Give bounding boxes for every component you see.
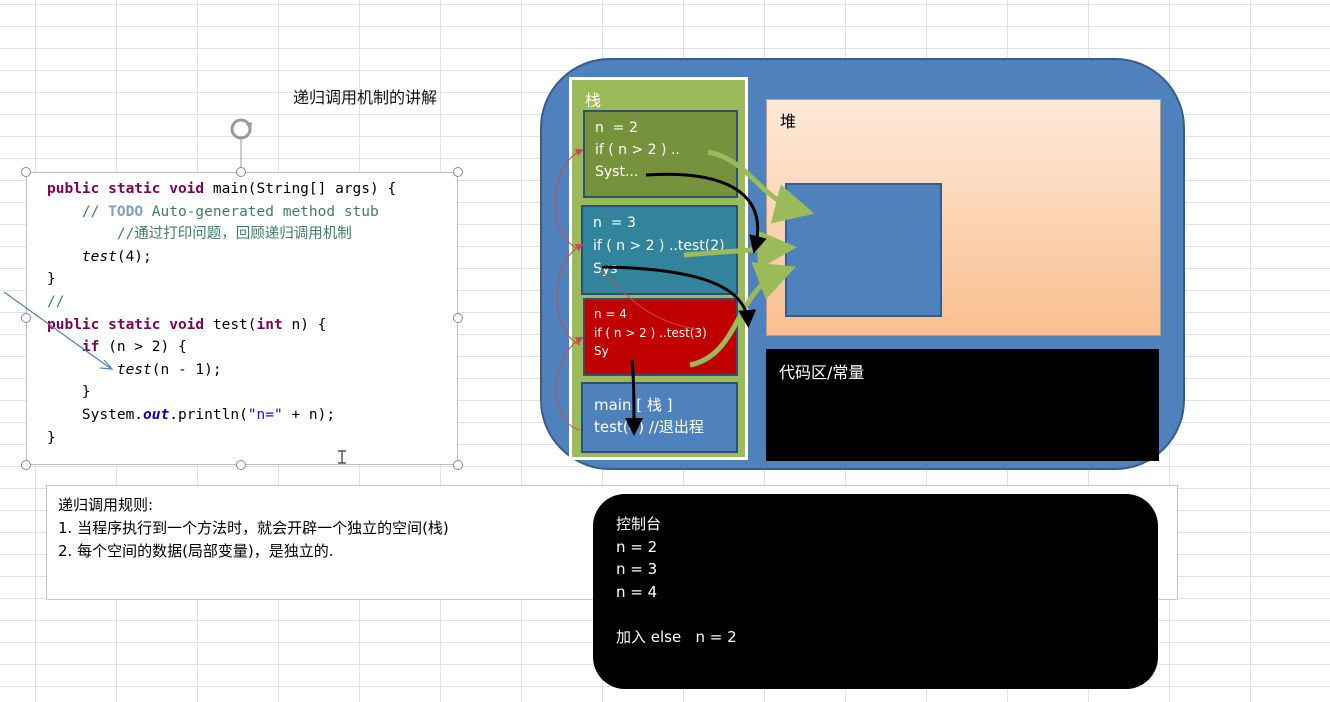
frame-line: n = 2 xyxy=(595,120,638,136)
code-line-12: } xyxy=(47,429,56,446)
resize-handle-t[interactable] xyxy=(236,167,246,177)
code-comment-chinese: //通过打印问题，回顾递归调用机制 xyxy=(81,226,352,243)
blue-annotation-arrow xyxy=(3,291,111,369)
code-line-11: System.out.println("n=" + n); xyxy=(47,406,336,423)
text-cursor-icon xyxy=(338,450,346,464)
resize-handle-tl[interactable] xyxy=(21,167,31,177)
red-call-2 xyxy=(556,243,584,346)
code-line-1: public static void main(String[] args) { xyxy=(47,181,397,197)
code-line-5: } xyxy=(47,271,56,288)
frame-line: if ( n > 2 ) ..test(2) xyxy=(593,238,725,254)
red-call-1 xyxy=(554,148,584,251)
frame-line: main [ 栈 ] xyxy=(594,396,673,414)
red-call-3 xyxy=(555,337,584,431)
code-line-3: //通过打印问题，回顾递归调用机制 xyxy=(47,226,352,242)
console-title: 控制台 xyxy=(616,515,662,533)
black-return-2 xyxy=(601,265,757,328)
rule-2: 2. 每个空间的数据(局部变量)，是独立的. xyxy=(58,542,334,560)
rule-1: 1. 当程序执行到一个方法时，就会开辟一个独立的空间(栈) xyxy=(58,519,449,537)
red-link-curve xyxy=(599,269,701,331)
resize-handle-tr[interactable] xyxy=(453,167,463,177)
code-line-7: public static void test(int n) { xyxy=(47,316,327,333)
frame-line: if ( n > 2 ) .. xyxy=(595,142,680,158)
green-arrow-3 xyxy=(689,262,797,368)
console-line: n = 4 xyxy=(616,582,658,601)
frame-line: Syst... xyxy=(595,164,639,180)
frame-line: n = 4 xyxy=(594,307,627,321)
console-line: 加入 else n = 2 xyxy=(616,627,737,646)
console-line: n = 3 xyxy=(616,560,658,578)
code-block: public static void main(String[] args) {… xyxy=(47,178,396,449)
rules-title: 递归调用规则: xyxy=(58,496,154,514)
resize-handle-bl[interactable] xyxy=(21,460,31,470)
code-line-10: } xyxy=(47,384,91,401)
frame-line: Sy xyxy=(594,344,609,358)
frame-line: n = 3 xyxy=(593,215,636,231)
heap-label: 堆 xyxy=(780,112,797,131)
console-output: 控制台 n = 2 n = 3 n = 4 加入 else n = 2 xyxy=(616,513,737,648)
console-line: n = 2 xyxy=(616,537,658,556)
code-line-9: test(n - 1); xyxy=(116,361,222,378)
black-return-3 xyxy=(624,359,643,436)
stack-label: 栈 xyxy=(585,91,602,110)
code-line-4: test(4); xyxy=(81,248,152,265)
frame-line: Sys xyxy=(593,261,618,277)
console-box xyxy=(593,494,1158,689)
green-arrow-1 xyxy=(707,149,815,224)
code-line-6: // xyxy=(47,293,65,310)
green-arrow-2 xyxy=(683,229,797,270)
rules-text: 递归调用规则: 1. 当程序执行到一个方法时，就会开辟一个独立的空间(栈) 2.… xyxy=(58,494,449,563)
resize-handle-b[interactable] xyxy=(236,460,246,470)
resize-handle-br[interactable] xyxy=(453,460,463,470)
code-area-label: 代码区/常量 xyxy=(779,363,865,382)
resize-handle-r[interactable] xyxy=(453,313,463,323)
code-line-2: // TODO Auto-generated method stub xyxy=(81,203,379,220)
code-constant-area xyxy=(766,349,1159,461)
black-return-1 xyxy=(645,172,767,254)
page-title: 递归调用机制的讲解 xyxy=(293,88,438,107)
resize-handle-l[interactable] xyxy=(21,313,31,323)
